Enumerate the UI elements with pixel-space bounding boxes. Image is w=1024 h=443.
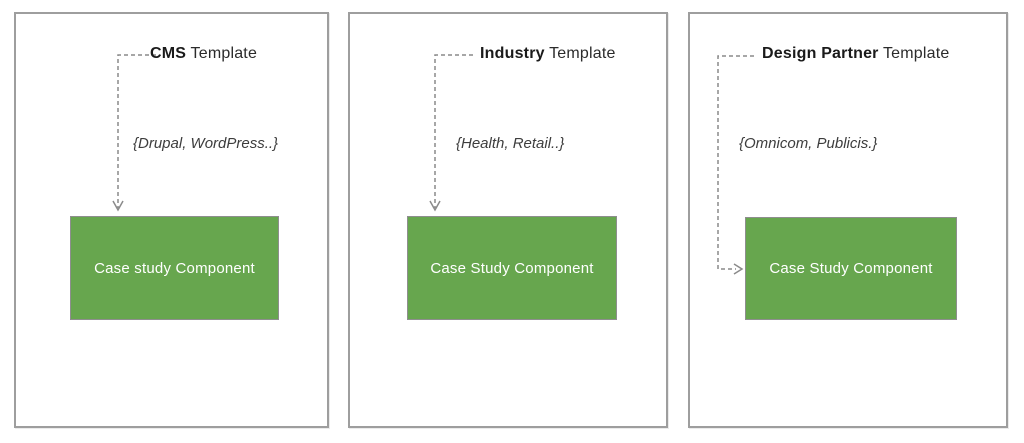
panel-title-rest: Template xyxy=(882,45,950,62)
case-study-component-box: Case study Component xyxy=(70,216,279,320)
panel-title: CMS Template xyxy=(150,44,257,64)
panel-annotation: {Health, Retail..} xyxy=(456,135,565,152)
panel-title-rest: Template xyxy=(549,45,616,62)
panel-title: Design Partner Template xyxy=(762,44,950,64)
panel-annotation: {Omnicom, Publicis.} xyxy=(739,135,878,152)
panel-title: Industry Template xyxy=(480,44,616,64)
case-box-label: Case Study Component xyxy=(769,260,933,277)
case-study-component-box: Case Study Component xyxy=(745,217,957,320)
case-box-label: Case study Component xyxy=(94,259,255,277)
panel-cms-template: CMS Template {Drupal, WordPress..} Case … xyxy=(14,12,329,428)
panel-annotation: {Drupal, WordPress..} xyxy=(133,135,279,152)
panel-industry-template: Industry Template {Health, Retail..} Cas… xyxy=(348,12,668,428)
panel-title-bold: CMS xyxy=(150,45,187,62)
case-box-label: Case Study Component xyxy=(430,259,594,277)
panel-design-partner-template: Design Partner Template {Omnicom, Public… xyxy=(688,12,1008,428)
case-study-component-box: Case Study Component xyxy=(407,216,617,320)
panel-title-rest: Template xyxy=(190,45,258,62)
panel-title-bold: Design Partner xyxy=(762,45,879,62)
panel-title-bold: Industry xyxy=(480,45,545,62)
